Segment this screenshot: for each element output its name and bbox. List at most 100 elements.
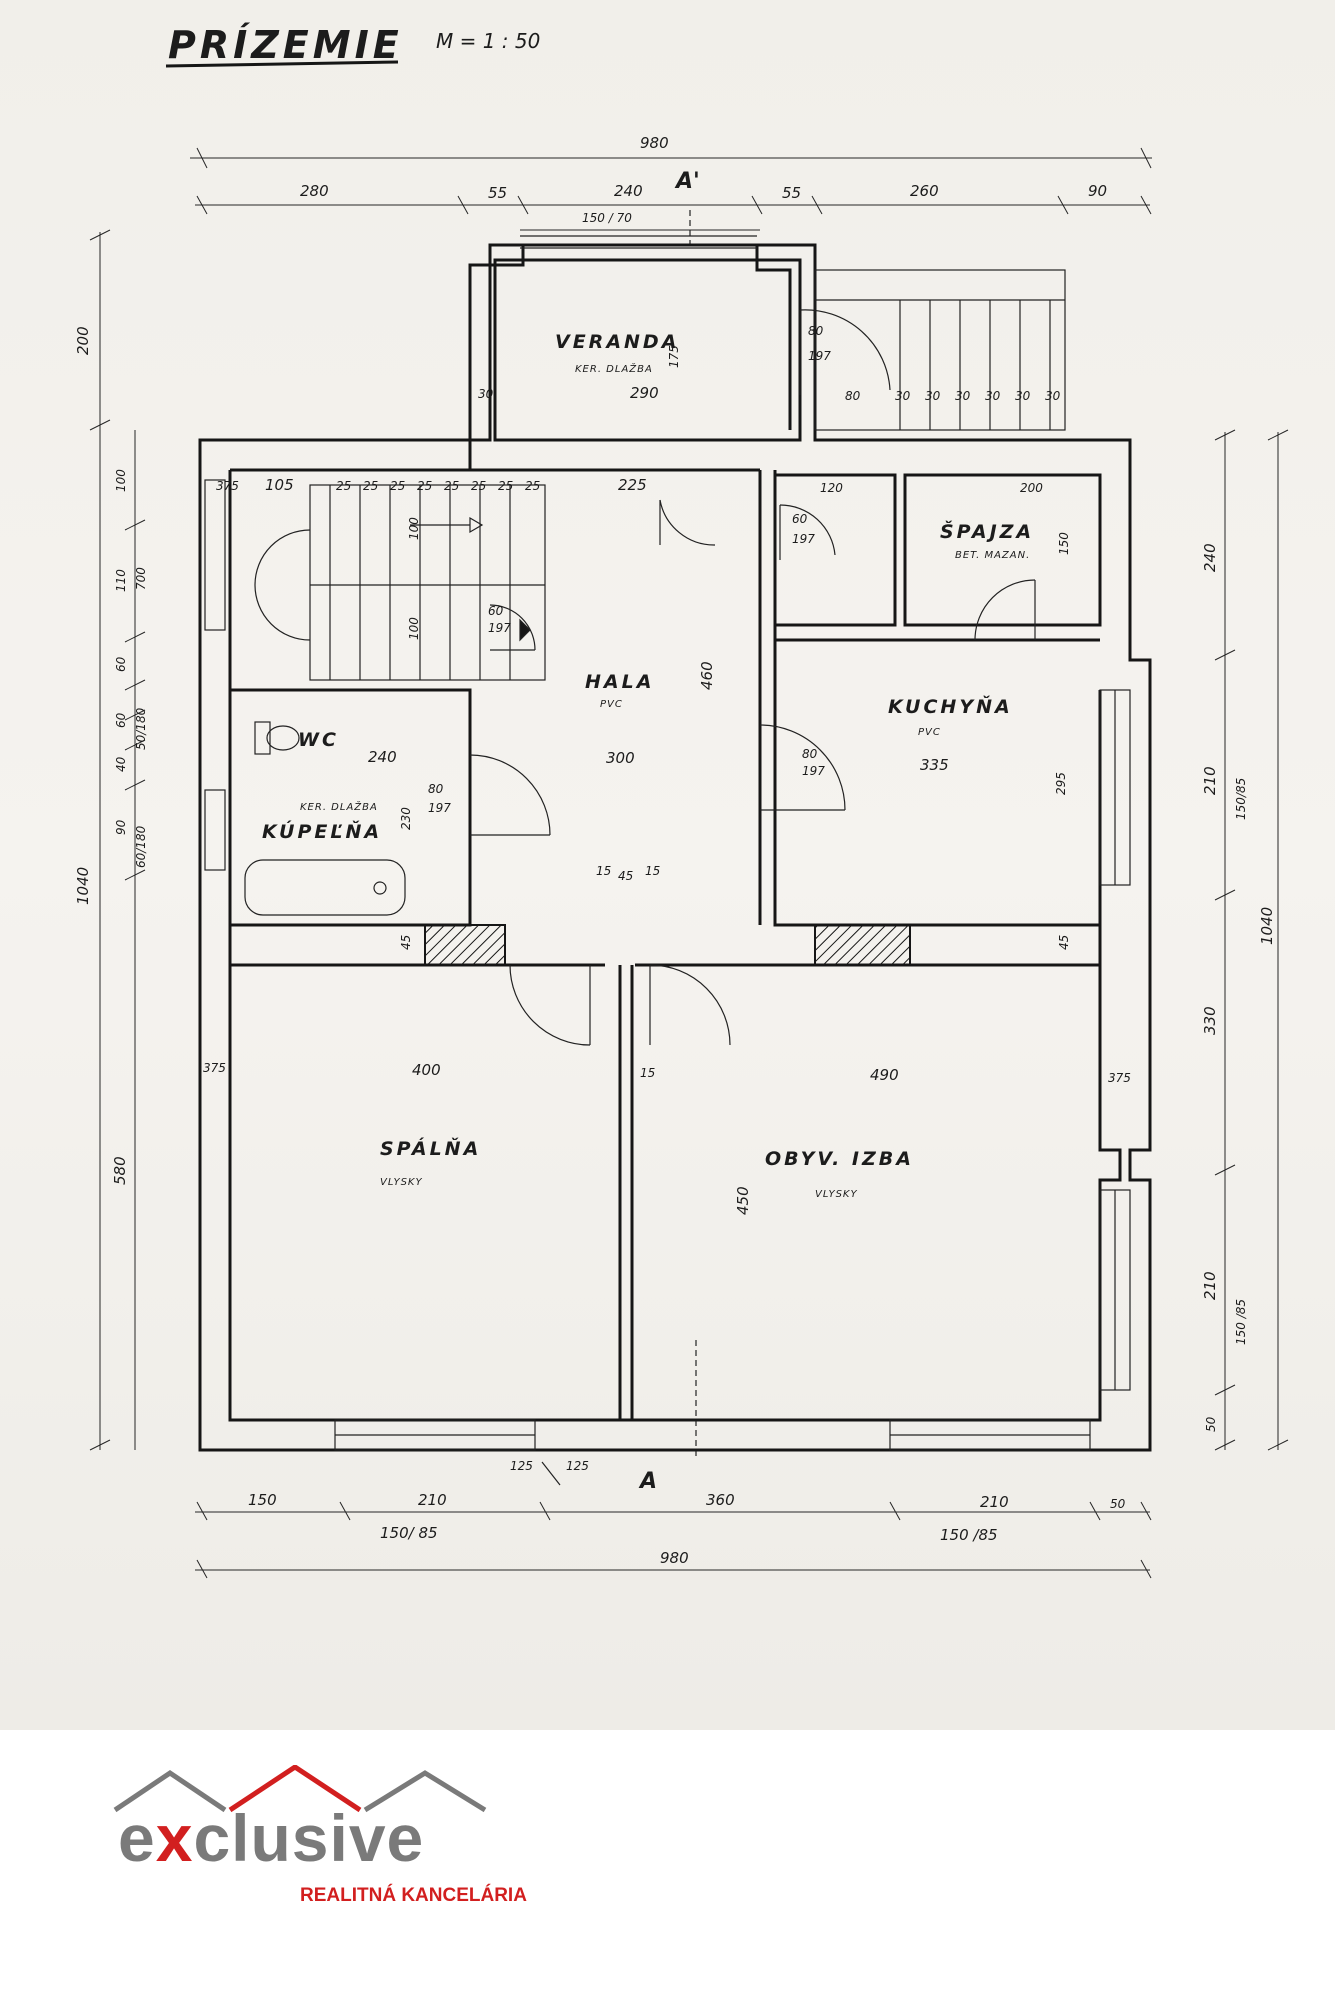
svg-text:125: 125	[566, 1459, 589, 1473]
svg-text:150: 150	[1057, 532, 1071, 555]
svg-text:197: 197	[792, 532, 815, 546]
svg-text:240: 240	[368, 748, 397, 766]
svg-text:25: 25	[363, 479, 378, 493]
dim-bottom-total: 980	[660, 1549, 689, 1567]
svg-text:197: 197	[488, 621, 511, 635]
svg-text:15: 15	[640, 1066, 655, 1080]
svg-text:60: 60	[792, 512, 808, 526]
svg-text:45: 45	[618, 869, 633, 883]
bathroom-fixtures	[244, 721, 406, 916]
room-spalna: SPÁLŇA	[380, 1137, 481, 1160]
svg-text:VLYSKY: VLYSKY	[380, 1177, 423, 1188]
svg-text:30: 30	[1045, 389, 1061, 403]
svg-text:30: 30	[955, 389, 971, 403]
right-dimensions: 1040 240 210 330 210 50 150/85 150 /85	[1201, 429, 1289, 1451]
svg-text:100: 100	[407, 517, 421, 540]
svg-text:25: 25	[471, 479, 486, 493]
svg-text:50/180: 50/180	[134, 707, 148, 750]
brand-tagline: REALITNÁ KANCELÁRIA	[300, 1885, 527, 1906]
svg-text:55: 55	[488, 184, 507, 202]
svg-text:15: 15	[596, 864, 611, 878]
outer-walls	[198, 235, 1152, 1452]
dim-veranda-window: 150 / 70	[582, 211, 632, 225]
svg-text:197: 197	[428, 801, 451, 815]
svg-text:375: 375	[203, 1061, 226, 1075]
svg-text:110: 110	[114, 569, 128, 592]
svg-text:80: 80	[802, 747, 818, 761]
svg-text:25: 25	[336, 479, 351, 493]
top-dimensions: 980 280 55 240 55 260 90 150 / 70 A'	[190, 134, 1152, 250]
svg-text:200: 200	[74, 326, 92, 355]
svg-text:55: 55	[782, 184, 801, 202]
brand-wordmark: exclusive	[118, 1801, 425, 1875]
svg-text:240: 240	[1201, 543, 1219, 572]
room-labels: VERANDA KER. DLAŽBA ŠPAJZA BET. MAZAN. H…	[262, 331, 1031, 1200]
svg-text:80: 80	[845, 389, 861, 403]
svg-text:100: 100	[407, 617, 421, 640]
room-kupelna: KÚPEĽŇA	[262, 819, 382, 843]
dim-right-total: 1040	[1258, 907, 1276, 945]
section-mark-bottom: A	[638, 1469, 657, 1494]
svg-text:VLYSKY: VLYSKY	[815, 1189, 858, 1200]
svg-text:150 /85: 150 /85	[1234, 1299, 1248, 1345]
room-wc: WC	[298, 729, 339, 751]
interior-dimensions: 290 175 30 80 197 80 30 30 30 30 30 30 3…	[203, 324, 1131, 1215]
svg-text:PVC: PVC	[600, 699, 623, 710]
house-roofs-logo-icon	[113, 1765, 487, 1813]
dim-bedroom-width: 400	[412, 1061, 441, 1079]
dim-living-height: 450	[734, 1186, 752, 1215]
svg-text:210: 210	[1201, 1271, 1219, 1300]
svg-text:30: 30	[985, 389, 1001, 403]
svg-text:260: 260	[910, 182, 939, 200]
svg-text:PVC: PVC	[918, 727, 941, 738]
svg-text:25: 25	[444, 479, 459, 493]
inner-walls	[230, 468, 1102, 1420]
svg-text:105: 105	[265, 476, 294, 494]
svg-text:225: 225	[618, 476, 647, 494]
svg-text:90: 90	[1088, 182, 1107, 200]
dim-hall-width: 300	[606, 749, 635, 767]
section-mark-top: A'	[674, 169, 700, 194]
brand-band	[0, 1730, 1335, 2000]
svg-text:40: 40	[114, 756, 128, 772]
svg-text:580: 580	[111, 1156, 129, 1185]
svg-text:210: 210	[418, 1491, 447, 1509]
door-swings	[469, 309, 1036, 1046]
svg-text:25: 25	[417, 479, 432, 493]
dim-left-total: 1040	[74, 867, 92, 905]
svg-text:360: 360	[706, 1491, 735, 1509]
interior-staircase	[254, 484, 546, 681]
room-veranda: VERANDA	[555, 331, 679, 353]
svg-text:25: 25	[525, 479, 540, 493]
svg-text:80: 80	[808, 324, 824, 338]
svg-text:80: 80	[428, 782, 444, 796]
svg-text:120: 120	[820, 481, 843, 495]
room-obyvacia-izba: OBYV. IZBA	[765, 1148, 914, 1170]
svg-text:280: 280	[300, 182, 329, 200]
svg-text:200: 200	[1020, 481, 1043, 495]
bottom-dimensions: 150 210 360 210 50 150/ 85 150 /85 980 1…	[195, 1340, 1152, 1579]
svg-text:230: 230	[399, 807, 413, 830]
svg-text:25: 25	[498, 479, 513, 493]
dim-living-width: 490	[870, 1066, 899, 1084]
svg-text:330: 330	[1201, 1006, 1219, 1035]
svg-text:100: 100	[114, 469, 128, 492]
svg-text:210: 210	[980, 1493, 1009, 1511]
floor-plan-sheet: PRÍZEMIE M = 1 : 50 980 280 55 240 55 26…	[0, 0, 1335, 1730]
svg-text:210: 210	[1201, 766, 1219, 795]
svg-text:375: 375	[1108, 1071, 1131, 1085]
svg-text:60: 60	[114, 656, 128, 672]
svg-text:197: 197	[808, 349, 831, 363]
svg-text:240: 240	[614, 182, 643, 200]
floor-plan-drawing: PRÍZEMIE M = 1 : 50 980 280 55 240 55 26…	[74, 23, 1289, 1579]
room-hala: HALA	[585, 671, 654, 693]
svg-text:700: 700	[134, 567, 148, 590]
svg-text:125: 125	[510, 1459, 533, 1473]
svg-text:60: 60	[114, 712, 128, 728]
svg-text:15: 15	[645, 864, 660, 878]
svg-text:295: 295	[1054, 772, 1068, 795]
svg-text:50: 50	[1204, 1416, 1218, 1432]
svg-text:60/180: 60/180	[134, 825, 148, 868]
svg-text:150: 150	[248, 1491, 277, 1509]
plan-title: PRÍZEMIE	[168, 23, 403, 67]
